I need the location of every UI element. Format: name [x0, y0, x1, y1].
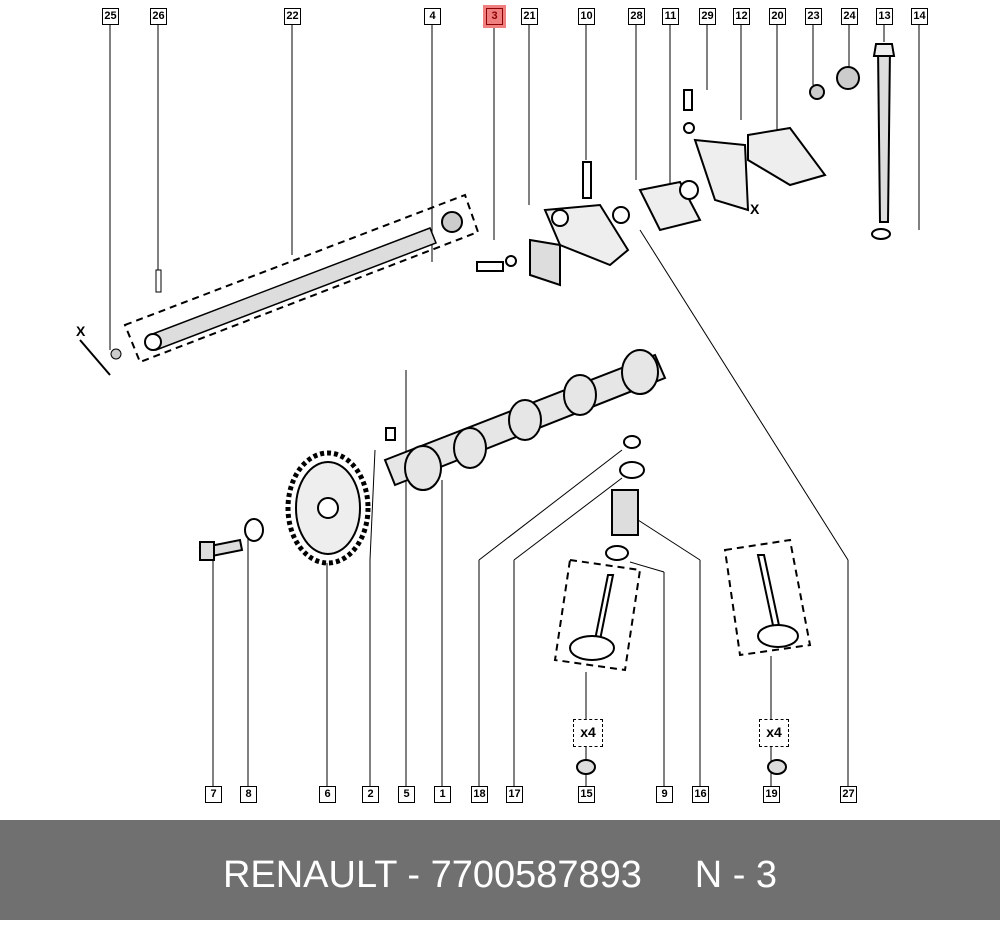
leader-line [629, 561, 665, 573]
callout-15[interactable]: 15 [578, 786, 595, 803]
callout-20[interactable]: 20 [769, 8, 786, 25]
rocker-arms [476, 43, 896, 287]
callout-2[interactable]: 2 [362, 786, 379, 803]
callout-7[interactable]: 7 [205, 786, 222, 803]
callout-22[interactable]: 22 [284, 8, 301, 25]
callout-8[interactable]: 8 [240, 786, 257, 803]
callout-23[interactable]: 23 [805, 8, 822, 25]
camshaft [383, 349, 667, 491]
callout-24[interactable]: 24 [841, 8, 858, 25]
quantity-label: x4 [759, 719, 789, 747]
callout-17[interactable]: 17 [506, 786, 523, 803]
callout-13[interactable]: 13 [876, 8, 893, 25]
leader-line [637, 519, 701, 561]
callout-9[interactable]: 9 [656, 786, 673, 803]
callout-11[interactable]: 11 [662, 8, 679, 25]
axis-mark-x: X [76, 323, 86, 339]
leader-line [513, 477, 623, 561]
callout-5[interactable]: 5 [398, 786, 415, 803]
callout-27[interactable]: 27 [840, 786, 857, 803]
leader-line [639, 229, 849, 561]
axis-mark-x: X [750, 201, 760, 217]
callout-6[interactable]: 6 [319, 786, 336, 803]
callout-19[interactable]: 19 [763, 786, 780, 803]
camshaft-exploded-diagram: X X [76, 25, 920, 786]
callout-21[interactable]: 21 [521, 8, 538, 25]
leader-line [369, 449, 376, 561]
footer-part-caption: RENAULT - 7700587893 N - 3 [0, 820, 1000, 920]
callout-28[interactable]: 28 [628, 8, 645, 25]
valves [553, 435, 812, 775]
leader-lines [109, 25, 920, 786]
callout-16[interactable]: 16 [692, 786, 709, 803]
camshaft-gear [198, 427, 396, 566]
callout-18[interactable]: 18 [471, 786, 488, 803]
callout-12[interactable]: 12 [733, 8, 750, 25]
callout-3[interactable]: 3 [483, 5, 506, 28]
callout-25[interactable]: 25 [102, 8, 119, 25]
callout-1[interactable]: 1 [434, 786, 451, 803]
callout-29[interactable]: 29 [699, 8, 716, 25]
quantity-label: x4 [573, 719, 603, 747]
leader-line [478, 449, 623, 561]
callout-26[interactable]: 26 [150, 8, 167, 25]
rocker-shaft-assembly [79, 193, 480, 376]
callout-4[interactable]: 4 [424, 8, 441, 25]
callout-10[interactable]: 10 [578, 8, 595, 25]
callout-14[interactable]: 14 [911, 8, 928, 25]
